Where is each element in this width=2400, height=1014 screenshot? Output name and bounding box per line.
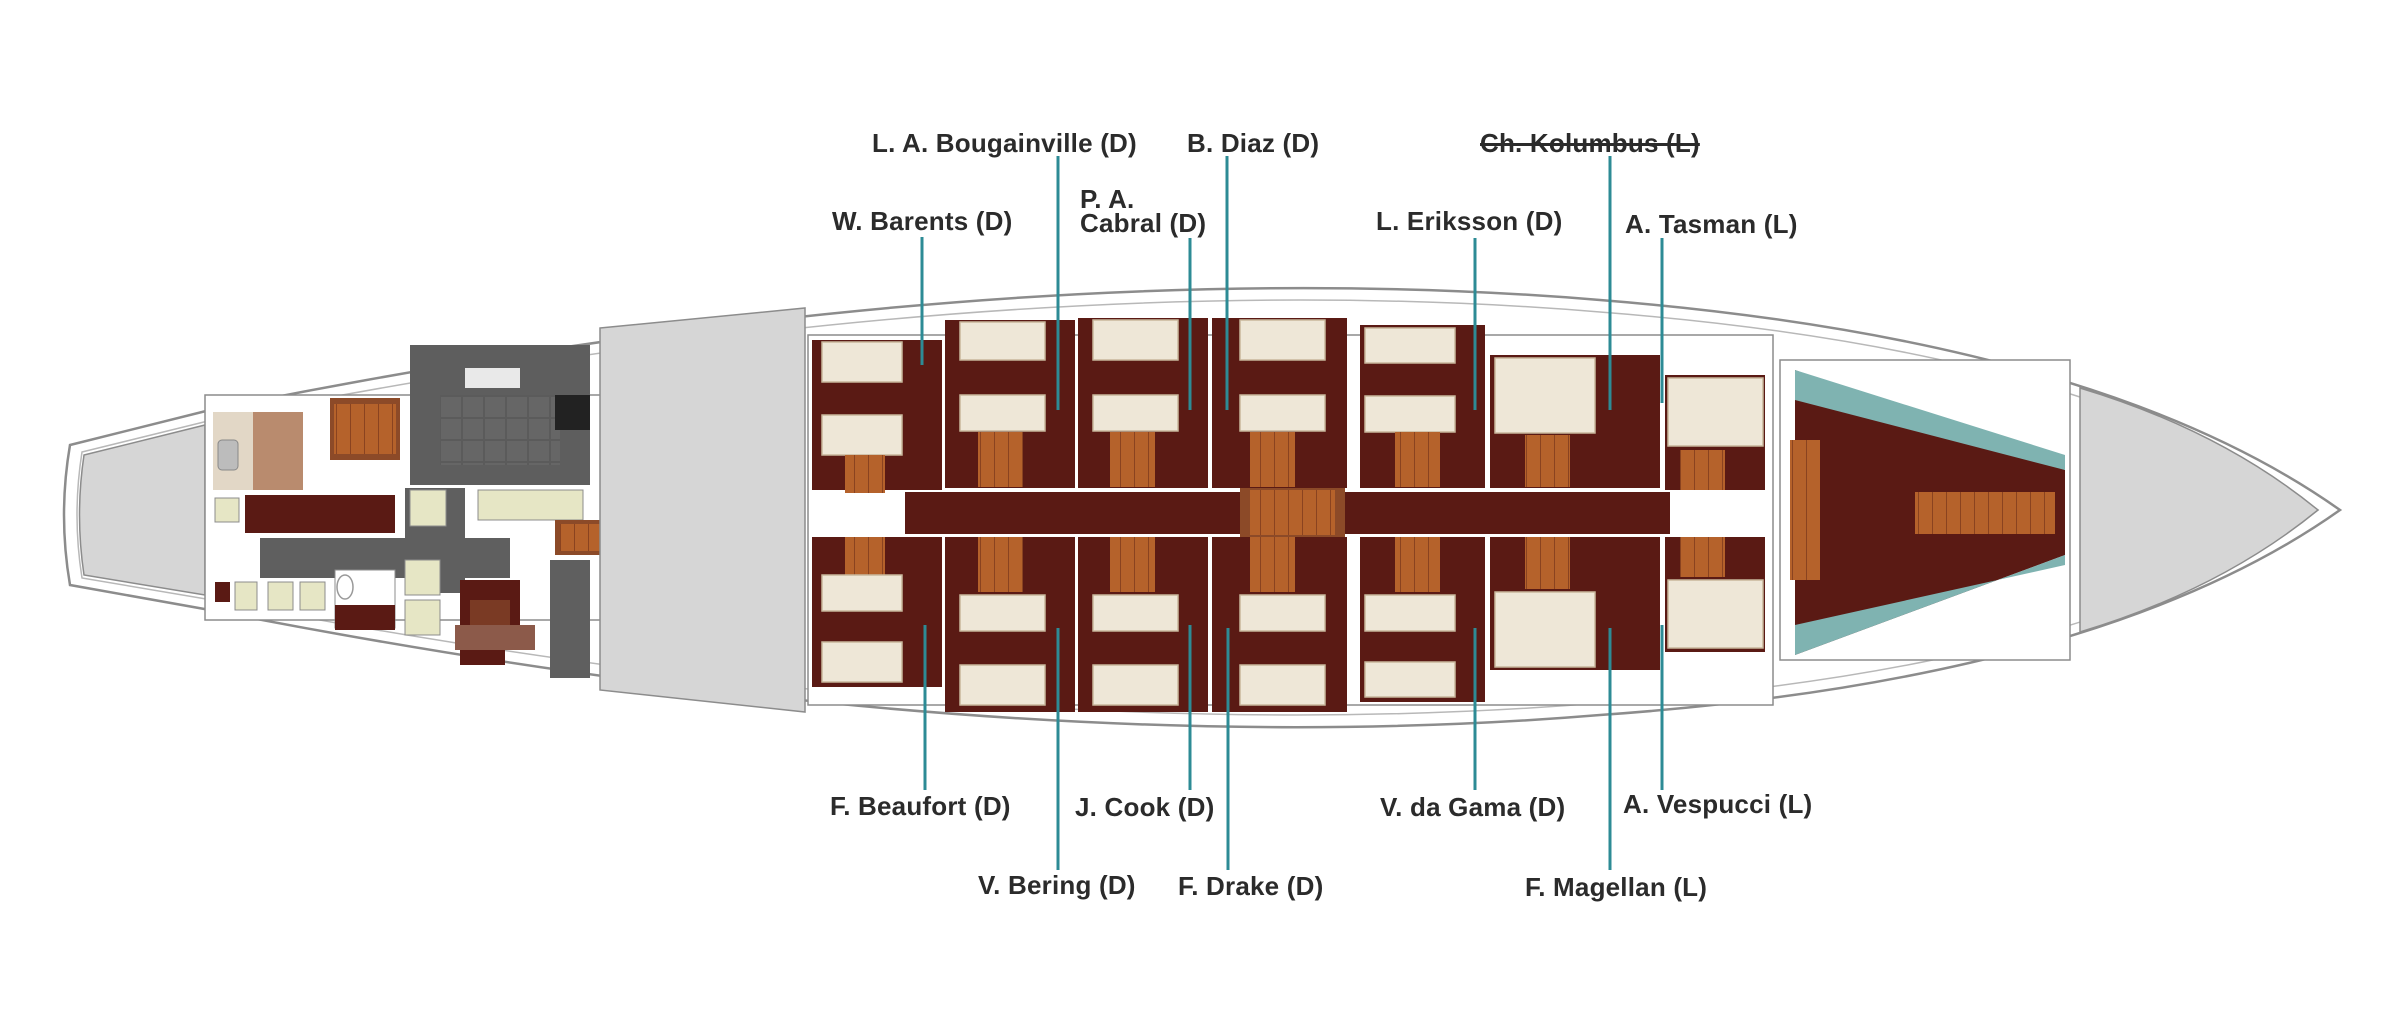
cabin-label-kolumbus: Ch. Kolumbus (L) xyxy=(1480,128,1700,158)
cabin-label-beaufort: F. Beaufort (D) xyxy=(830,791,1011,821)
cabin-label-magellan: F. Magellan (L) xyxy=(1525,872,1708,902)
cabin-label-drake: F. Drake (D) xyxy=(1178,871,1324,901)
saloon-area xyxy=(599,307,806,713)
cabin-block xyxy=(807,318,1774,712)
cabin-label-da-gama: V. da Gama (D) xyxy=(1380,792,1566,822)
leader-lines xyxy=(920,156,1664,870)
stern-area xyxy=(78,424,206,596)
cabin-label-eriksson: L. Eriksson (D) xyxy=(1376,206,1563,236)
bow-area xyxy=(2079,386,2320,634)
cabin-label-cook: J. Cook (D) xyxy=(1075,792,1215,822)
cabin-label-bering: V. Bering (D) xyxy=(978,870,1136,900)
cabin-label-barents: W. Barents (D) xyxy=(832,206,1013,236)
cabin-label-vespucci: A. Vespucci (L) xyxy=(1623,789,1813,819)
galley-area xyxy=(204,345,640,678)
cabin-label-bougainville: L. A. Bougainville (D) xyxy=(872,128,1137,158)
cabin-label-tasman: A. Tasman (L) xyxy=(1625,209,1798,239)
cabin-label-cabral-line1: P. A. xyxy=(1080,184,1135,214)
cabin-label-diaz: B. Diaz (D) xyxy=(1187,128,1320,158)
starboard-cabins xyxy=(812,537,1765,712)
cabin-label-cabral-line2: Cabral (D) xyxy=(1080,208,1207,238)
port-cabins xyxy=(812,318,1765,493)
crew-area xyxy=(1779,359,2071,661)
